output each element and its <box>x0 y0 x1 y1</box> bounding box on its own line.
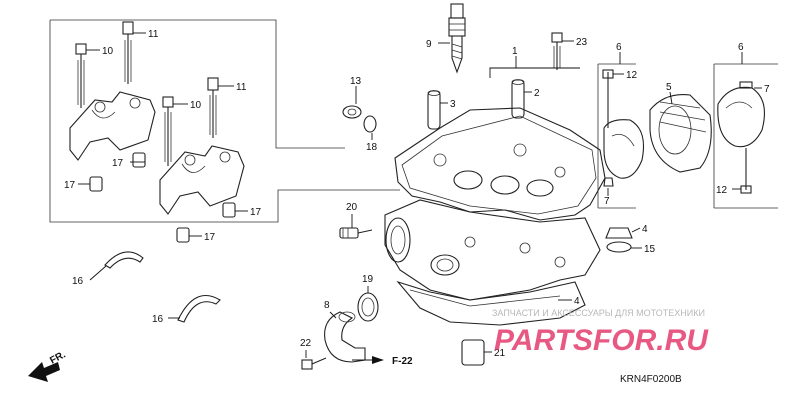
sensor-20 <box>339 227 373 239</box>
nut-7 <box>603 177 614 187</box>
diagram-code: KRN4F0200B <box>620 374 682 385</box>
callout-10-b: 10 <box>190 100 202 111</box>
group-border-top <box>50 19 345 149</box>
reference-label: F-22 <box>392 356 413 367</box>
camshaft-holder-lower <box>159 145 245 215</box>
holder-bolts-upper <box>75 21 134 108</box>
callout-21: 21 <box>494 348 506 359</box>
callout-4-a: 4 <box>642 224 648 235</box>
half-moon-seal-upper <box>104 251 144 269</box>
callout-4-b: 4 <box>574 296 580 307</box>
callout-18: 18 <box>366 142 378 153</box>
callout-6-b: 6 <box>738 42 744 53</box>
o-ring-18 <box>363 115 377 133</box>
bolt-head <box>122 21 134 35</box>
sleeve-3 <box>427 90 441 130</box>
plug-13 <box>342 105 362 119</box>
callout-11-b: 11 <box>236 82 247 93</box>
nut-7b <box>739 81 753 89</box>
callout-8: 8 <box>324 300 330 311</box>
water-joint-8 <box>324 311 366 363</box>
cap-nut-4 <box>605 227 633 239</box>
group-border-left <box>49 20 400 223</box>
callout-7-b: 7 <box>764 84 770 95</box>
callout-17-d: 17 <box>204 232 216 243</box>
callout-16-a: 16 <box>72 276 84 287</box>
camshaft-holder-group <box>49 19 400 223</box>
direction-label: FR. <box>48 349 68 366</box>
clamp-6 <box>603 119 645 179</box>
callout-7-a: 7 <box>604 196 610 207</box>
callout-labels: 10 11 10 11 17 17 17 17 16 16 9 23 1 2 3… <box>64 29 770 359</box>
watermark-logo: PARTSFOR.RU <box>494 324 709 357</box>
callout-6-a: 6 <box>616 42 622 53</box>
leader-lines <box>78 32 762 358</box>
callout-13: 13 <box>350 76 362 87</box>
clamp-6b <box>717 86 765 148</box>
half-moon-seal-lower <box>177 295 221 323</box>
callout-10-a: 10 <box>102 46 114 57</box>
callout-15: 15 <box>644 244 656 255</box>
callout-23: 23 <box>576 37 588 48</box>
bolt-head <box>75 43 87 55</box>
callout-1: 1 <box>512 46 518 57</box>
callout-9: 9 <box>426 39 432 50</box>
callout-3: 3 <box>450 99 456 110</box>
o-ring-19 <box>357 292 379 322</box>
callout-12-a: 12 <box>626 70 638 81</box>
spark-plug <box>448 3 466 74</box>
callout-22: 22 <box>300 338 312 349</box>
bolt-22 <box>301 357 327 370</box>
callout-11-a: 11 <box>148 29 159 40</box>
callout-19: 19 <box>362 274 374 285</box>
callout-16-b: 16 <box>152 314 164 325</box>
washer-15 <box>606 241 632 253</box>
callout-17-a: 17 <box>112 158 124 169</box>
watermark-tagline: ЗАПЧАСТИ И АКСЕССУАРЫ ДЛЯ МОТОТЕХНИКИ <box>492 308 705 318</box>
reference-arrow <box>372 356 384 364</box>
insulator-5 <box>649 94 712 173</box>
callout-17-b: 17 <box>64 180 76 191</box>
cylinder-head <box>384 107 606 366</box>
callout-20: 20 <box>346 202 358 213</box>
callout-2: 2 <box>534 88 540 99</box>
callout-12-b: 12 <box>716 185 728 196</box>
sleeve-2 <box>511 79 525 119</box>
holder-bolts-lower <box>162 77 219 166</box>
camshaft-holder-upper <box>69 91 156 161</box>
callout-17-c: 17 <box>250 207 262 218</box>
front-direction-arrow <box>28 362 60 382</box>
dowel-21 <box>461 339 485 366</box>
callout-5: 5 <box>666 82 672 93</box>
intake-parts <box>597 63 778 209</box>
